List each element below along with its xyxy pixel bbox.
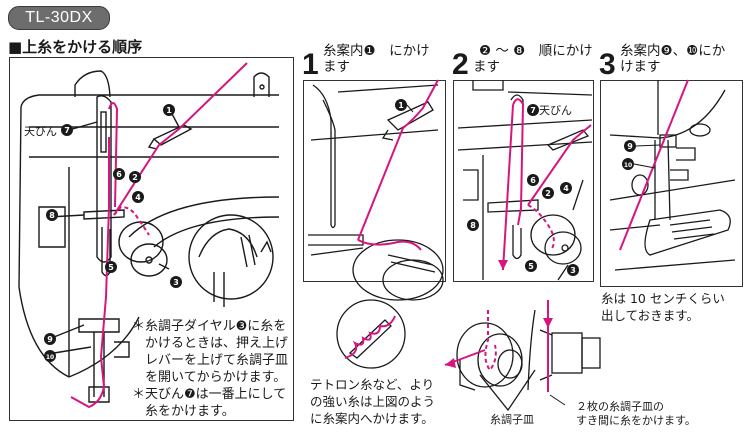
thread-guide-detail-illustration [336, 299, 406, 369]
step-2-text: ❷ ～ ❽ 順にかけ ます [473, 43, 593, 75]
step-1-illustration: 1 [308, 79, 444, 301]
step-3-caption-line: 出しておきます。 [601, 308, 700, 323]
note-line: ＊糸調子ダイヤル❸に糸を [132, 319, 287, 334]
marker-7: 7 [530, 106, 536, 115]
step-2-tenbin-label: 天びん [539, 104, 572, 117]
note-line: ＊天びん❼は一番上にして [132, 387, 287, 402]
marker-9: 9 [47, 335, 53, 344]
step-3-line2: けます [620, 59, 661, 75]
step-1-number: 1 [302, 48, 319, 81]
marker-1: 1 [398, 101, 404, 110]
step-2-number: 2 [452, 48, 469, 81]
marker-9: 9 [627, 142, 633, 151]
main-machine-illustration: 1 2 3 4 5 6 7 8 9 10 [18, 62, 280, 409]
step-1-line1: 糸案内❶ にかけ [323, 43, 430, 59]
step-3-caption: 糸は 10 センチくらい 出しておきます。 [601, 290, 725, 324]
note-line: 糸をかけます。 [145, 404, 235, 419]
marker-3: 3 [570, 266, 576, 275]
detail-caption: テトロン糸など、より の強い糸は上図のよう に糸案内へかけます。 [310, 376, 435, 427]
marker-10: 10 [46, 354, 54, 361]
tension-caption: ２枚の糸調子皿の すき間に糸をかけます。 [576, 400, 696, 428]
step-3-caption-line: 糸は 10 センチくらい [601, 291, 725, 306]
marker-6: 6 [530, 176, 536, 185]
marker-5: 5 [108, 263, 114, 272]
note-line: を開いてからかけます。 [145, 370, 287, 385]
note-line: レバーを上げて糸調子皿 [145, 353, 289, 368]
tension-disc-illustration [444, 300, 601, 412]
marker-5: 5 [528, 262, 534, 271]
detail-caption-line: の強い糸は上図のよう [310, 394, 436, 409]
marker-6: 6 [116, 170, 122, 179]
step-2-illustration: 7 2 4 6 8 5 3 [457, 80, 593, 281]
model-badge: TL-30DX [8, 6, 110, 30]
step-1-panel [303, 80, 446, 282]
section-title: ■上糸をかける順序 [8, 38, 143, 56]
marker-1: 1 [166, 106, 172, 115]
step-1-text: 糸案内❶ にかけ ます [323, 43, 430, 75]
step-3-line1: 糸案内❾、❿にか [620, 43, 726, 59]
marker-8: 8 [49, 211, 55, 220]
step-1-line2: ます [323, 59, 350, 75]
detail-caption-line: に糸案内へかけます。 [310, 411, 434, 426]
marker-4: 4 [563, 184, 569, 193]
step-3-number: 3 [599, 48, 616, 81]
step-3-illustration: 9 10 [609, 79, 736, 271]
step-3-panel [600, 80, 743, 287]
step-2-line2: ます [473, 59, 500, 75]
marker-7: 7 [64, 126, 70, 135]
tenbin-label: 天びん [24, 125, 57, 138]
note-line: かけるときは、押え上げ [145, 336, 289, 351]
main-notes: ＊糸調子ダイヤル❸に糸を かけるときは、押え上げ レバーを上げて糸調子皿 を開い… [132, 318, 288, 420]
tension-caption-line: ２枚の糸調子皿の [576, 400, 664, 413]
detail-caption-line: テトロン糸など、より [310, 377, 435, 392]
tension-disc-label: 糸調子皿 [490, 413, 534, 426]
marker-2: 2 [132, 173, 138, 182]
marker-4: 4 [135, 193, 141, 202]
marker-2: 2 [545, 189, 551, 198]
step-2-line1: ❷ ～ ❽ 順にかけ [479, 43, 593, 59]
tension-caption-line: すき間に糸をかけます。 [576, 414, 696, 427]
marker-10: 10 [624, 162, 632, 169]
marker-3: 3 [173, 278, 179, 287]
marker-8: 8 [470, 221, 476, 230]
step-3-text: 糸案内❾、❿にか けます [620, 43, 725, 75]
